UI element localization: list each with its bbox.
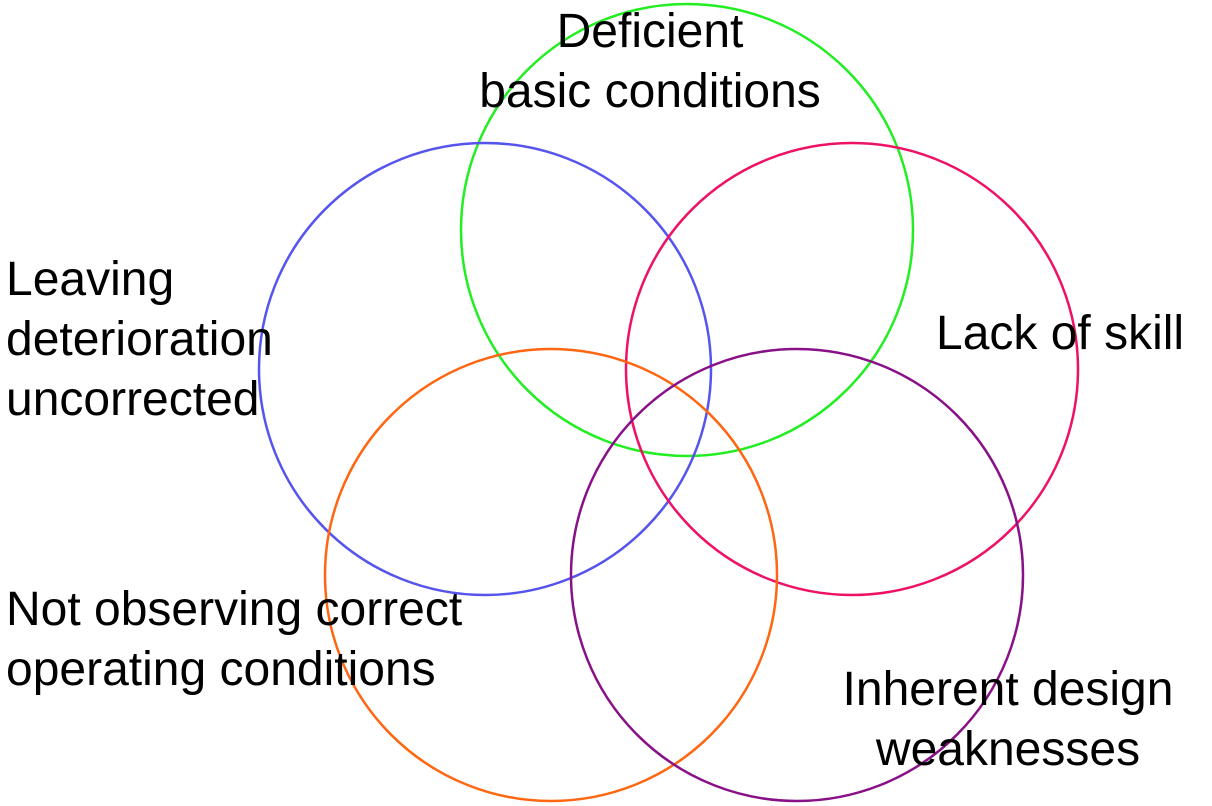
lack-of-skill-label: Lack of skill <box>936 304 1184 364</box>
inherent-design-circle <box>569 347 1025 803</box>
inherent-design-label-line: Inherent design <box>842 663 1174 716</box>
not-observing-label-line: operating conditions <box>6 643 436 696</box>
inherent-design-label: Inherent design weaknesses <box>808 660 1208 780</box>
inherent-design-label-line: weaknesses <box>875 723 1141 776</box>
leaving-label-line: Leaving <box>6 253 175 306</box>
deficient-label: Deficient basic conditions <box>450 2 850 122</box>
not-observing-label: Not observing correct operating conditio… <box>6 580 462 700</box>
deficient-circle <box>459 2 915 458</box>
deficient-label-line: Deficient <box>556 5 744 58</box>
deficient-label-line: basic conditions <box>479 65 821 118</box>
lack-of-skill-circle <box>624 141 1080 597</box>
not-observing-circle <box>323 347 779 803</box>
leaving-label: Leaving deterioration uncorrected <box>6 250 273 430</box>
leaving-label-line: deterioration <box>6 313 273 366</box>
leaving-circle <box>257 141 713 597</box>
lack-of-skill-label-line: Lack of skill <box>936 307 1185 360</box>
leaving-label-line: uncorrected <box>6 373 260 426</box>
not-observing-label-line: Not observing correct <box>6 583 463 636</box>
